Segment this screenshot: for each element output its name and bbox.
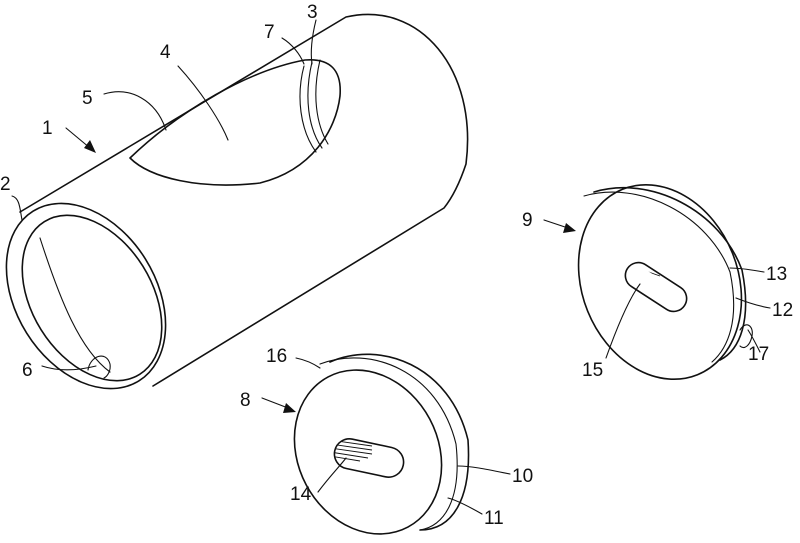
groove-line-c [315,59,329,145]
label-3: 3 [307,2,318,23]
disc-8 [293,353,470,535]
reference-numerals: 1 2 3 4 5 6 7 8 9 10 11 12 13 14 15 16 1… [0,2,793,529]
label-16: 16 [266,346,287,367]
arrow-9 [563,223,576,233]
label-12: 12 [772,300,793,321]
slot-15 [624,261,688,313]
arrow-8 [283,403,296,413]
leader-10 [457,465,511,475]
leader-16 [295,357,321,369]
tube-side-opening [129,59,341,186]
label-14: 14 [290,484,312,505]
leader-4 [177,65,229,141]
label-6: 6 [22,360,33,381]
disc-9-groove [583,191,735,363]
label-8: 8 [240,390,251,411]
label-9: 9 [522,210,533,231]
groove-line-b [307,61,323,149]
disc-8-rim [329,353,470,531]
label-13: 13 [766,264,787,285]
tube-body [5,13,469,390]
tube-near-rim-inner [21,214,163,382]
slot-14-hatch [331,439,373,462]
label-11: 11 [484,508,504,529]
disc-9-rim [593,187,747,361]
groove-line-a [299,65,317,153]
disc-8-groove [319,357,458,531]
leader-3 [310,19,317,65]
leader-13 [729,267,765,273]
leader-11 [447,497,483,515]
label-17: 17 [748,344,769,365]
label-1: 1 [42,118,53,139]
leaders [11,19,771,515]
disc-9-face [577,183,743,381]
label-2: 2 [0,174,11,195]
leader-6 [41,365,97,371]
leader-14 [317,457,347,493]
leader-17 [747,329,761,353]
label-10: 10 [512,466,533,487]
leader-8 [261,397,289,409]
leader-15 [605,283,641,359]
tube-notch [87,355,111,379]
slot-14 [333,438,405,478]
opening-outline [129,59,341,186]
leader-12 [735,297,771,309]
tube-bore-edge [39,237,111,373]
leader-5 [103,91,167,131]
leader-7 [281,37,305,65]
label-5: 5 [82,88,93,109]
label-7: 7 [264,22,275,43]
tube-outline [19,13,469,387]
leader-2 [11,195,23,221]
label-15: 15 [582,360,603,381]
leader-9 [543,219,569,229]
disc-8-face [293,369,443,535]
arrow-1 [84,140,96,153]
leader-1 [65,127,91,149]
tube-near-rim-outer [5,202,167,390]
label-4: 4 [160,42,171,63]
